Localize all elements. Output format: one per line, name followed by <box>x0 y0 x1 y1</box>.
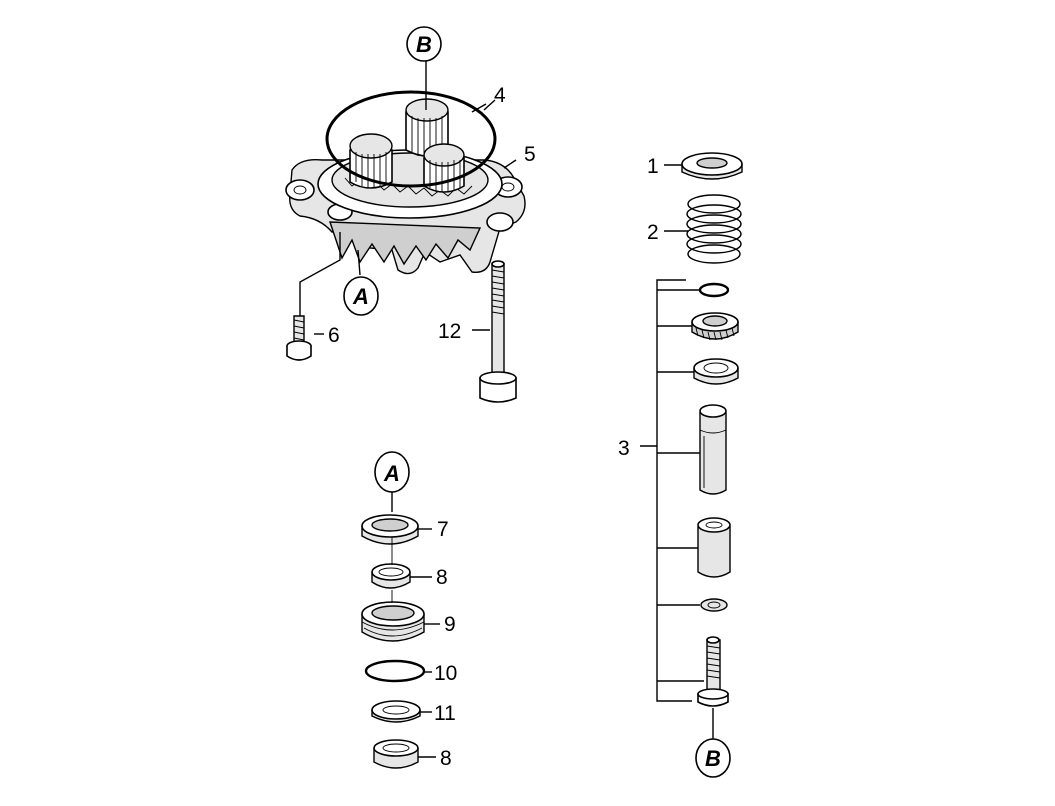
label-9: 9 <box>444 613 456 636</box>
o-ring-10 <box>364 659 432 683</box>
svg-text:B: B <box>416 32 432 57</box>
spring-2 <box>664 194 742 264</box>
callout-b-top: B <box>406 26 442 62</box>
valve-washer <box>693 358 739 385</box>
spring-cap-1 <box>664 152 743 180</box>
valve-bolt <box>697 636 729 707</box>
valve-piston <box>699 404 727 495</box>
label-6: 6 <box>328 324 340 347</box>
ring-8-upper <box>371 563 432 589</box>
washer-11 <box>371 700 432 723</box>
label-12: 12 <box>438 320 461 343</box>
callout-a-pump: A <box>343 276 379 316</box>
svg-text:A: A <box>383 461 400 486</box>
label-5: 5 <box>524 143 536 166</box>
oil-pump-assembly <box>285 90 526 275</box>
small-washer <box>700 598 728 612</box>
screw-6 <box>286 315 312 361</box>
circlip <box>698 282 730 298</box>
label-1: 1 <box>647 155 659 178</box>
svg-text:B: B <box>705 746 721 771</box>
label-10: 10 <box>434 662 457 685</box>
label-8-upper: 8 <box>436 566 448 589</box>
pump-leader-lines <box>299 58 517 335</box>
valve-seal <box>691 312 739 341</box>
label-2: 2 <box>647 221 659 244</box>
seal-7 <box>361 514 432 545</box>
cup-9 <box>361 601 440 642</box>
label-4: 4 <box>494 84 506 107</box>
label-8-lower: 8 <box>440 747 452 770</box>
group-bracket-3 <box>640 279 704 702</box>
label-3: 3 <box>618 437 630 460</box>
valve-sleeve <box>697 517 731 578</box>
label-7: 7 <box>437 518 449 541</box>
label-11: 11 <box>434 702 456 725</box>
svg-text:A: A <box>352 284 369 309</box>
callout-b-bottom: B <box>695 738 731 778</box>
bolt-12 <box>479 260 517 403</box>
ring-8-lower <box>373 739 436 769</box>
callout-a-stack: A <box>374 451 410 493</box>
